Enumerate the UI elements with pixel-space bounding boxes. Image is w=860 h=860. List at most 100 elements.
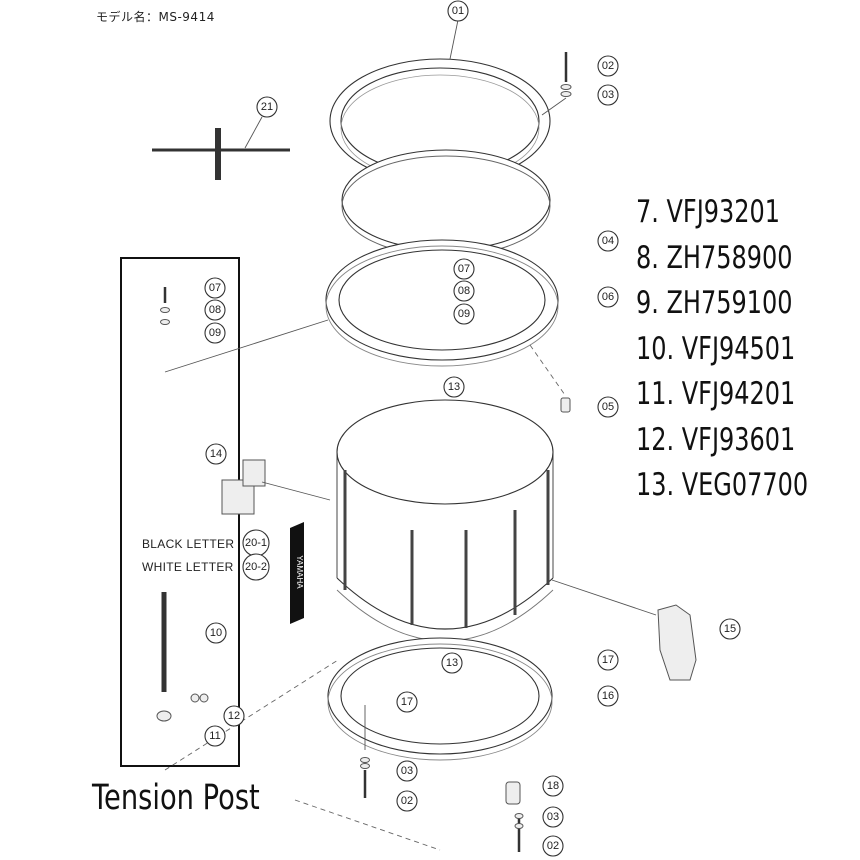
callout-circle	[719, 618, 741, 640]
callout-number: 02	[602, 60, 614, 72]
callout-circle	[396, 760, 418, 782]
callout-circle	[542, 835, 564, 857]
callout-circle	[597, 685, 619, 707]
callout-circle	[204, 322, 226, 344]
part-callout-01: 01	[447, 0, 469, 22]
callout-number: 06	[602, 291, 614, 303]
parts-list-item: 12. VFJ93601	[636, 421, 796, 458]
callout-circle	[441, 652, 463, 674]
callout-number: 02	[401, 795, 413, 807]
callout-number: 08	[458, 285, 470, 297]
part-callout-02: 02	[396, 790, 418, 812]
callout-number: 10	[210, 627, 222, 639]
callout-number: 04	[602, 235, 614, 247]
callout-circle	[453, 258, 475, 280]
part-callout-20-2: 20-2	[242, 553, 270, 581]
callout-number: 02	[547, 840, 559, 852]
parts-list-item: 11. VFJ94201	[636, 376, 796, 412]
callout-circle	[453, 280, 475, 302]
part-callout-09: 09	[453, 303, 475, 325]
callout-circle	[597, 55, 619, 77]
tension-post-label: Tension Post	[92, 778, 260, 818]
top-counter-hoop	[329, 58, 551, 184]
callout-number: 09	[458, 308, 470, 320]
callout-number: 17	[602, 654, 614, 666]
callout-number: 15	[724, 623, 736, 635]
callout-number: 03	[401, 765, 413, 777]
tension-post-parts	[156, 287, 329, 722]
stand-mount-15	[551, 579, 697, 681]
part-18	[505, 781, 524, 852]
part-callout-07: 07	[453, 258, 475, 280]
callout-circle	[597, 286, 619, 308]
callout-number: 14	[210, 448, 222, 460]
callout-number: 21	[261, 101, 273, 113]
part-callout-11: 11	[204, 725, 226, 747]
callout-circle	[204, 725, 226, 747]
callout-circle	[597, 230, 619, 252]
callout-number: 01	[452, 5, 464, 17]
part-callout-15: 15	[719, 618, 741, 640]
callout-number: 12	[228, 710, 240, 722]
callout-circle	[443, 376, 465, 398]
part-callout-03: 03	[396, 760, 418, 782]
callout-number: 13	[446, 657, 458, 669]
part-callout-17: 17	[597, 649, 619, 671]
part-callout-08: 08	[453, 280, 475, 302]
tension-hoop	[325, 239, 559, 367]
part-callout-06: 06	[597, 286, 619, 308]
callout-number: 08	[209, 304, 221, 316]
bracket-14	[221, 459, 331, 515]
part-callout-05: 05	[597, 396, 619, 418]
callout-circle	[447, 0, 469, 22]
part-callout-02: 02	[542, 835, 564, 857]
callout-circle	[597, 649, 619, 671]
part-callout-13: 13	[443, 376, 465, 398]
callout-circle	[597, 84, 619, 106]
callout-number: 13	[448, 381, 460, 393]
callout-number: 03	[602, 89, 614, 101]
parts-list-item: 9. ZH759100	[636, 285, 793, 321]
part-callout-21: 21	[256, 96, 278, 118]
callout-circle	[396, 691, 418, 713]
callout-number: 09	[209, 327, 221, 339]
callout-number: 05	[602, 401, 614, 413]
part-callout-20-1: 20-1	[242, 529, 270, 557]
callout-circle	[396, 790, 418, 812]
white-letter-label: WHITE LETTER	[142, 560, 234, 574]
drum-key	[152, 116, 290, 180]
drum-head	[341, 149, 551, 257]
part-callout-08: 08	[204, 299, 226, 321]
parts-list: 7. VFJ93201 8. ZH758900 9. ZH759100 10. …	[636, 190, 858, 509]
yamaha-badge: YAMAHA	[290, 522, 304, 624]
part-callout-16: 16	[597, 685, 619, 707]
callout-circle	[542, 775, 564, 797]
part-callout-13: 13	[441, 652, 463, 674]
callout-circle	[542, 806, 564, 828]
part-callout-02: 02	[597, 55, 619, 77]
drum-shell	[336, 399, 554, 642]
callout-circle	[223, 705, 245, 727]
parts-list-item: 8. ZH758900	[636, 239, 793, 276]
parts-list-item: 10. VFJ94501	[636, 330, 796, 367]
callout-number: 11	[209, 730, 220, 742]
top-tension-bolt	[541, 52, 572, 116]
part-callout-10: 10	[205, 622, 227, 644]
callout-circle	[256, 96, 278, 118]
parts-list-item: 13. VEG07700	[636, 467, 809, 503]
badge-logo-text: YAMAHA	[295, 555, 304, 589]
bottom-tension-bolt	[360, 705, 370, 798]
part-05-nut	[529, 344, 571, 413]
callout-circle	[242, 553, 270, 581]
callout-circle	[204, 299, 226, 321]
part-callout-09: 09	[204, 322, 226, 344]
part-callout-04: 04	[597, 230, 619, 252]
part-callout-07: 07	[204, 277, 226, 299]
callout-circle	[453, 303, 475, 325]
callout-circle	[205, 622, 227, 644]
callout-circle	[204, 277, 226, 299]
part-callout-18: 18	[542, 775, 564, 797]
part-callout-03: 03	[542, 806, 564, 828]
bottom-hoop	[327, 637, 553, 761]
part-callout-14: 14	[205, 443, 227, 465]
